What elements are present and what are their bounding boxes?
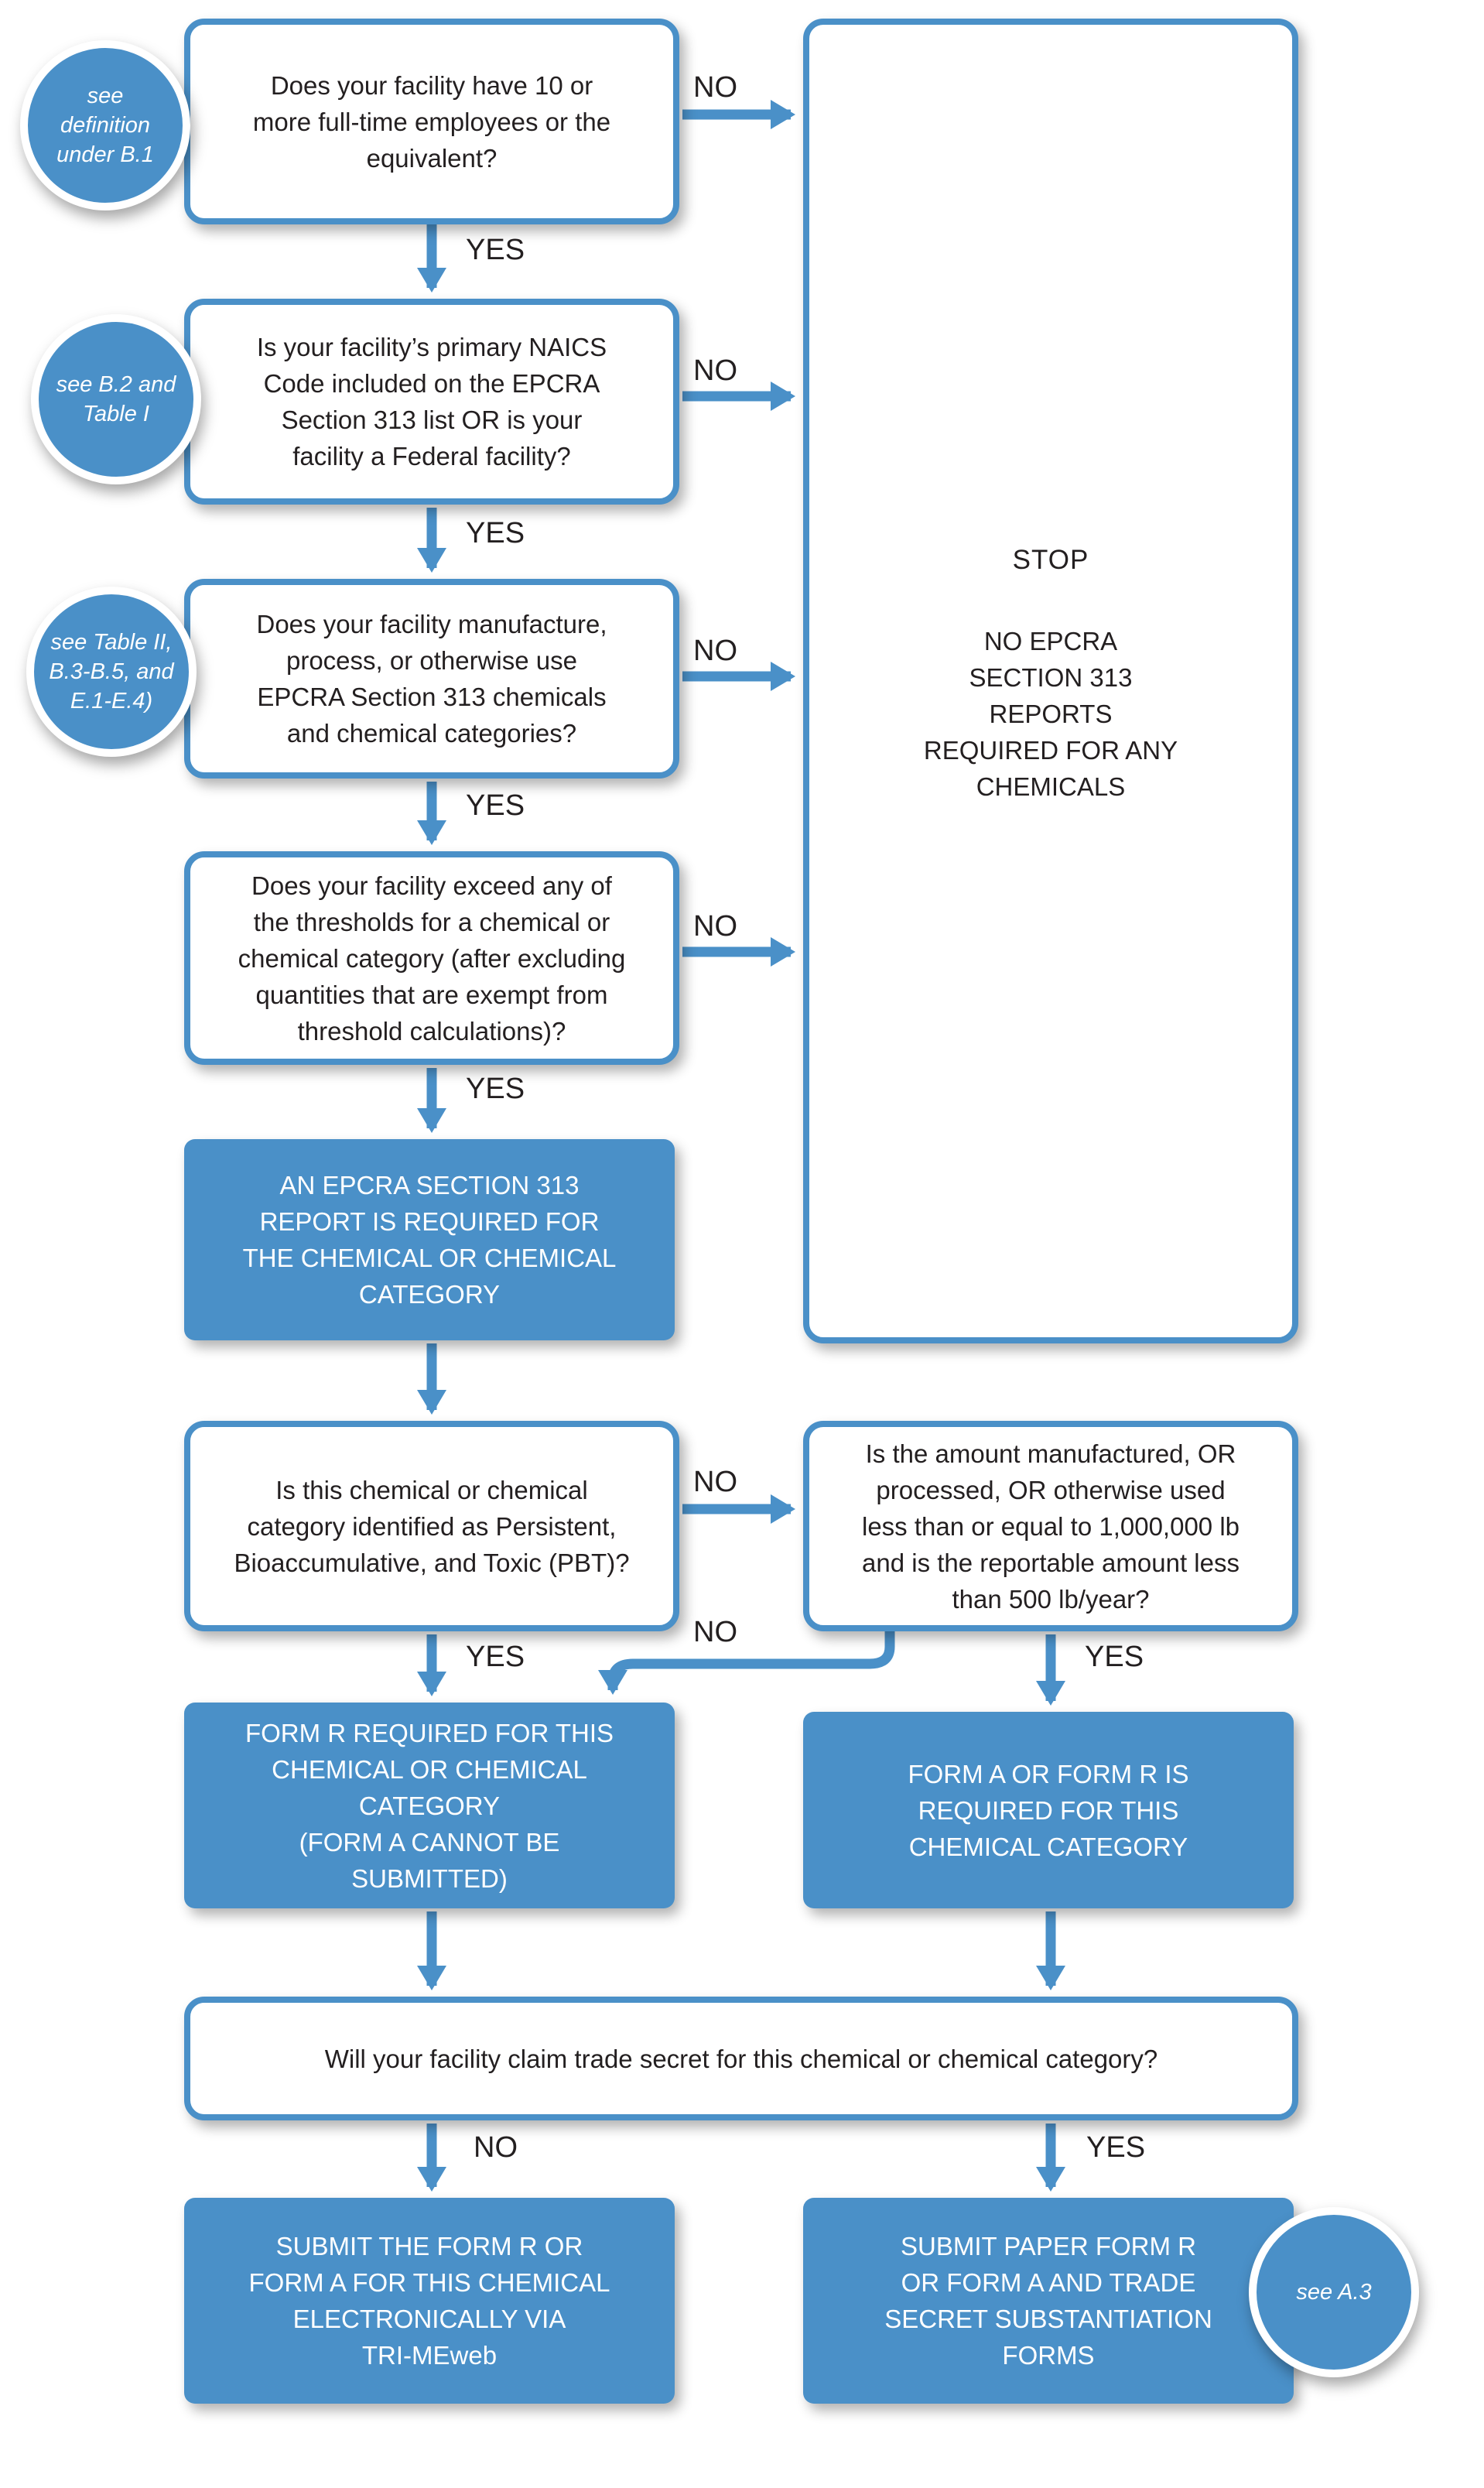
branch-label-yes-pbt: YES <box>466 1641 525 1673</box>
branch-label-no-thresholds: NO <box>693 910 737 943</box>
branch-label-no-amount: NO <box>693 1616 737 1648</box>
stop-box-title: STOP <box>1012 545 1089 575</box>
branch-label-no-trade-secret: NO <box>474 2131 518 2164</box>
result-box-submit-paper: SUBMIT PAPER FORM R OR FORM A AND TRADE … <box>803 2198 1294 2404</box>
branch-label-no-naics: NO <box>693 354 737 387</box>
branch-label-no-employees: NO <box>693 71 737 104</box>
result-box-submit-paper-text: SUBMIT PAPER FORM R OR FORM A AND TRADE … <box>884 2232 1212 2370</box>
result-box-form-a-or-r-text: FORM A OR FORM R IS REQUIRED FOR THIS CH… <box>908 1759 1189 1861</box>
result-box-form-r: FORM R REQUIRED FOR THIS CHEMICAL OR CHE… <box>184 1703 675 1908</box>
decision-box-employees: Does your facility have 10 or more full-… <box>184 19 679 224</box>
branch-label-yes-trade-secret: YES <box>1086 2131 1146 2164</box>
note-circle-b1-text: see definition under B.1 <box>56 84 154 167</box>
result-box-report-required-text: AN EPCRA SECTION 313 REPORT IS REQUIRED … <box>242 1171 617 1309</box>
decision-box-pbt-text: Is this chemical or chemical category id… <box>234 1475 630 1577</box>
decision-box-naics: Is your facility’s primary NAICS Code in… <box>184 299 679 505</box>
stop-box: STOP NO EPCRA SECTION 313 REPORTS REQUIR… <box>803 19 1298 1343</box>
note-circle-b1: see definition under B.1 <box>20 40 190 210</box>
branch-label-no-pbt: NO <box>693 1466 737 1498</box>
decision-box-trade-secret-text: Will your facility claim trade secret fo… <box>324 2044 1158 2073</box>
branch-label-yes-amount: YES <box>1085 1641 1144 1673</box>
branch-label-yes-manufacture: YES <box>466 789 525 822</box>
note-circle-tables: see Table II, B.3-B.5, and E.1-E.4) <box>26 587 197 757</box>
decision-box-thresholds-text: Does your facility exceed any of the thr… <box>238 871 626 1046</box>
decision-box-naics-text: Is your facility’s primary NAICS Code in… <box>256 333 607 471</box>
decision-box-pbt: Is this chemical or chemical category id… <box>184 1421 679 1631</box>
result-box-form-a-or-r: FORM A OR FORM R IS REQUIRED FOR THIS CH… <box>803 1712 1294 1908</box>
result-box-report-required: AN EPCRA SECTION 313 REPORT IS REQUIRED … <box>184 1139 675 1340</box>
branch-label-yes-naics: YES <box>466 517 525 549</box>
decision-box-manufacture-text: Does your facility manufacture, process,… <box>256 610 607 748</box>
note-circle-a3-text: see A.3 <box>1296 2280 1372 2305</box>
note-circle-b2: see B.2 and Table I <box>31 314 201 484</box>
decision-box-amount: Is the amount manufactured, OR processed… <box>803 1421 1298 1631</box>
result-box-form-r-text: FORM R REQUIRED FOR THIS CHEMICAL OR CHE… <box>244 1718 614 1893</box>
branch-label-yes-thresholds: YES <box>466 1073 525 1105</box>
branch-label-yes-employees: YES <box>466 234 525 266</box>
note-circle-tables-text: see Table II, B.3-B.5, and E.1-E.4) <box>49 630 174 714</box>
decision-box-trade-secret: Will your facility claim trade secret fo… <box>184 1997 1298 2120</box>
branch-label-no-manufacture: NO <box>693 635 737 667</box>
decision-box-employees-text: Does your facility have 10 or more full-… <box>252 70 611 173</box>
result-box-submit-electronic-text: SUBMIT THE FORM R OR FORM A FOR THIS CHE… <box>248 2232 610 2370</box>
decision-box-thresholds: Does your facility exceed any of the thr… <box>184 851 679 1065</box>
result-box-submit-electronic: SUBMIT THE FORM R OR FORM A FOR THIS CHE… <box>184 2198 675 2404</box>
stop-box-body: NO EPCRA SECTION 313 REPORTS REQUIRED FO… <box>923 627 1178 801</box>
arrow-amount-no <box>598 1631 895 1695</box>
note-circle-a3: see A.3 <box>1249 2207 1419 2377</box>
decision-box-manufacture: Does your facility manufacture, process,… <box>184 579 679 779</box>
decision-box-amount-text: Is the amount manufactured, OR processed… <box>861 1439 1240 1614</box>
note-circle-b2-text: see B.2 and Table I <box>56 372 176 426</box>
